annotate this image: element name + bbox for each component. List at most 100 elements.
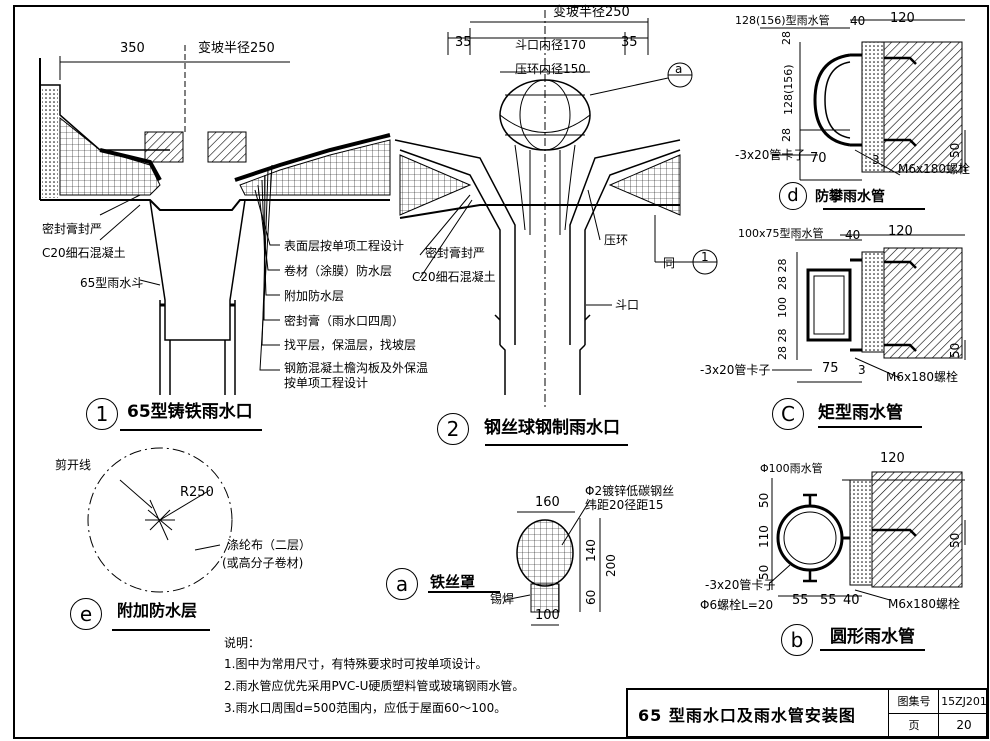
legend-6b: 按单项工程设计 bbox=[284, 376, 369, 390]
ref-a: a bbox=[675, 62, 683, 76]
dim-b-40: 40 bbox=[843, 593, 860, 608]
dim-c-3: 3 bbox=[858, 363, 866, 377]
dim-a-160: 160 bbox=[535, 495, 560, 510]
legend-6a: 钢筋混凝土檐沟板及外保温 bbox=[284, 361, 429, 375]
label-ring: 压环 bbox=[604, 233, 629, 247]
dim-c-40: 40 bbox=[845, 228, 861, 242]
dim-b-pipe: Φ100雨水管 bbox=[760, 462, 823, 475]
dim-35a: 35 bbox=[455, 35, 472, 50]
label-c-clip: -3x20管卡子 bbox=[700, 363, 771, 377]
label-a-wire2: 纬距20径距15 bbox=[585, 498, 664, 512]
dim-c-75: 75 bbox=[822, 361, 839, 376]
dim-b-50c: 50 bbox=[948, 532, 962, 548]
detail-2-title: 钢丝球钢制雨水口 bbox=[484, 418, 620, 438]
detail-b-title: 圆形雨水管 bbox=[830, 627, 915, 647]
label-same: 同 bbox=[663, 256, 676, 270]
detail-a-drawing bbox=[428, 499, 601, 626]
label-mouth: 斗口 bbox=[615, 298, 640, 312]
dim-d-128: 128(156) bbox=[782, 64, 795, 115]
dim-b-50a: 50 bbox=[757, 492, 771, 508]
title-block: 65 型雨水口及雨水管安装图 图集号 15ZJ201 页 20 bbox=[626, 688, 989, 738]
legend-5: 找平层，保温层，找坡层 bbox=[284, 338, 417, 352]
label-b-bolt6: Φ6螺栓L=20 bbox=[700, 598, 774, 612]
dim-d-40: 40 bbox=[850, 14, 866, 28]
dim-c-2828a: 28 28 bbox=[776, 258, 789, 291]
dim-d-28b: 28 bbox=[780, 128, 793, 142]
dim-170: 斗口内径170 bbox=[515, 38, 586, 52]
dim-a-200: 200 bbox=[604, 554, 618, 577]
dim-d-3: 3 bbox=[872, 153, 880, 167]
label-c20-2: C20细石混凝土 bbox=[412, 270, 496, 284]
dim-350: 350 bbox=[120, 41, 145, 56]
legend-4: 密封膏（雨水口四周） bbox=[284, 314, 405, 328]
page-number: 20 bbox=[938, 713, 989, 738]
dim-c-2828b: 28 28 bbox=[776, 328, 789, 361]
legend-1: 表面层按单项工程设计 bbox=[284, 239, 405, 253]
label-d-bolt: M6x180螺栓 bbox=[898, 162, 970, 176]
detail-1-number: 1 bbox=[86, 398, 118, 430]
detail-1-drawing bbox=[39, 45, 391, 431]
dim-c-50: 50 bbox=[948, 342, 962, 358]
label-e-cut: 剪开线 bbox=[55, 458, 92, 472]
dim-d-120: 120 bbox=[890, 11, 915, 26]
dim-150: 压环内径150 bbox=[515, 62, 586, 76]
dim-a-60: 60 bbox=[584, 589, 598, 605]
sheet-title: 65 型雨水口及雨水管安装图 bbox=[638, 706, 856, 725]
detail-d-number: d bbox=[779, 182, 807, 210]
dim-d-50: 50 bbox=[948, 142, 962, 158]
detail-c-title: 矩型雨水管 bbox=[818, 403, 903, 423]
legend-2: 卷材（涂膜）防水层 bbox=[284, 264, 393, 278]
detail-e-number: e bbox=[70, 598, 102, 630]
dim-d-28: 28 bbox=[780, 31, 793, 45]
detail-1-title: 65型铸铁雨水口 bbox=[127, 402, 253, 422]
label-b-clip: -3x20管卡子 bbox=[705, 578, 776, 592]
atlas-number: 15ZJ201 bbox=[938, 690, 989, 714]
detail-e-title: 附加防水层 bbox=[117, 601, 198, 620]
label-d-clip: -3x20管卡子 bbox=[735, 148, 806, 162]
atlas-label: 图集号 bbox=[888, 690, 939, 714]
label-drain: 65型雨水斗 bbox=[80, 276, 144, 290]
legend-3: 附加防水层 bbox=[284, 289, 345, 303]
detail-b-drawing bbox=[769, 471, 966, 651]
dim-b-55a: 55 bbox=[792, 593, 809, 608]
dim-slope-radius: 变坡半径250 bbox=[198, 41, 275, 56]
detail-a-number: a bbox=[386, 568, 418, 600]
dim-b-55b: 55 bbox=[820, 593, 837, 608]
detail-e-drawing bbox=[87, 447, 233, 631]
dim-d-70: 70 bbox=[810, 151, 827, 166]
note-3: 3.雨水口周围d=500范围内，应低于屋面60～100。 bbox=[224, 701, 507, 715]
detail-d-drawing bbox=[760, 19, 966, 210]
dim-b-120: 120 bbox=[880, 451, 905, 466]
dim-35b: 35 bbox=[621, 35, 638, 50]
detail-c-number: C bbox=[772, 398, 804, 430]
detail-d-title: 防攀雨水管 bbox=[815, 189, 885, 205]
dim-d-pipe: 128(156)型雨水管 bbox=[735, 14, 830, 27]
detail-2-number: 2 bbox=[437, 413, 469, 445]
label-c-bolt: M6x180螺栓 bbox=[886, 370, 958, 384]
dim-c-pipe: 100x75型雨水管 bbox=[738, 227, 824, 240]
label-a-wire1: Φ2镀锌低碳钢丝 bbox=[585, 484, 675, 498]
label-e-cloth2: (或高分子卷材) bbox=[222, 556, 304, 570]
page-label: 页 bbox=[888, 713, 939, 738]
label-e-cloth1: 涤纶布（二层） bbox=[227, 538, 312, 552]
label-b-bolt: M6x180螺栓 bbox=[888, 597, 960, 611]
dim-a-140: 140 bbox=[584, 539, 598, 562]
label-seal-2: 密封膏封严 bbox=[425, 246, 486, 260]
label-a-weld: 锡焊 bbox=[490, 592, 515, 606]
detail-2-drawing bbox=[394, 10, 718, 446]
dim-slope-radius-2: 变坡半径250 bbox=[553, 5, 630, 20]
detail-c-drawing bbox=[772, 234, 966, 428]
dim-e-r250: R250 bbox=[180, 485, 214, 500]
label-seal: 密封膏封严 bbox=[42, 222, 103, 236]
dim-b-110: 110 bbox=[757, 525, 771, 548]
note-1: 1.图中为常用尺寸，有特殊要求时可按单项设计。 bbox=[224, 657, 488, 671]
detail-b-number: b bbox=[781, 624, 813, 656]
dim-a-100: 100 bbox=[535, 608, 560, 623]
dim-c-120: 120 bbox=[888, 224, 913, 239]
note-2: 2.雨水管应优先采用PVC-U硬质塑料管或玻璃钢雨水管。 bbox=[224, 679, 525, 693]
label-c20: C20细石混凝土 bbox=[42, 246, 126, 260]
detail-a-title: 铁丝罩 bbox=[430, 573, 476, 591]
dim-c-100: 100 bbox=[776, 297, 789, 318]
